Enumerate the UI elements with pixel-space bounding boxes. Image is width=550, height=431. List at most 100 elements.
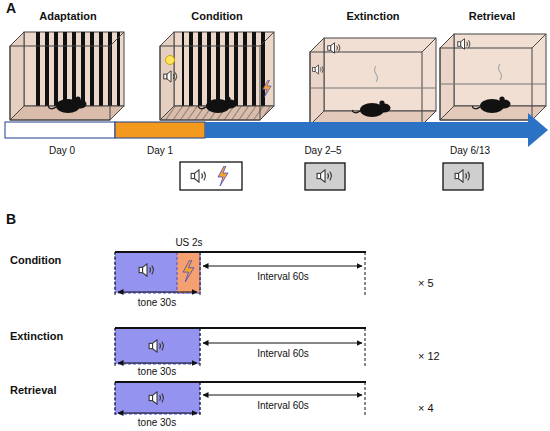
retrieval-trial-part [200,382,201,416]
adaptation-cage-part [32,32,120,106]
condition-cage-part [166,56,175,65]
stimulus-boxes-part [443,163,483,190]
figure-label: × 5 [418,277,434,289]
extinction-trial-part [115,328,116,366]
stimulus-boxes-part [191,170,205,182]
figure-label: × 12 [418,350,440,362]
condition-trial-part [200,252,201,296]
extinction-cage [310,38,436,125]
condition-trial [115,252,366,296]
condition-cage-part [198,96,237,113]
condition-trial-part [139,264,153,276]
stage-title: Retrieval [436,10,548,22]
condition-trial-part [115,251,366,253]
figure-label: tone 30s [138,417,176,428]
figure-label: tone 30s [138,366,176,377]
retrieval-cage-part [532,34,546,48]
adaptation-cage-part [48,96,87,113]
condition-cage-part [260,32,274,46]
retrieval-cage-part [440,34,454,120]
figure-label: Condition [10,254,61,266]
condition-trial-part [183,260,194,282]
extinction-cage-part [324,38,436,111]
condition-trial-part [118,292,197,293]
timeline-arrow-part [115,122,205,138]
adaptation-cage [10,32,124,120]
extinction-trial [115,328,366,366]
figure-label: tone 30s [138,297,176,308]
timeline-arrow-part [205,122,529,138]
figure-label: Extinction [10,330,63,342]
condition-trial-part [177,252,200,293]
adaptation-cage-part [110,32,124,46]
figure-label: Interval 60s [257,271,309,282]
stage-title: Adaptation [8,10,128,22]
extinction-cage-part [313,65,324,74]
condition-cage-part [164,71,177,82]
stimulus-boxes [180,162,483,190]
condition-trial-part [365,252,366,296]
adaptation-cage-part [10,46,110,120]
stage-panel: Extinction [306,10,440,126]
condition-trial-part [115,252,200,293]
retrieval-cage-part [458,39,470,50]
retrieval-trial-part [115,381,366,383]
retrieval-cage-part [440,84,546,85]
retrieval-trial-part [118,413,197,414]
retrieval-trial-part [149,392,163,404]
figure-label: Interval 60s [257,348,309,359]
condition-cage-part [160,46,260,120]
figure-label: × 4 [418,402,434,414]
stimulus-boxes-part [317,170,331,182]
extinction-trial-part [149,340,163,352]
extinction-cage-part [328,43,340,54]
retrieval-trial-part [365,382,366,416]
stage-panel: Adaptation [8,10,128,122]
condition-trial-part [203,266,362,267]
figure-label: Day 1 [147,145,173,156]
figure-label: Day 0 [49,145,75,156]
retrieval-trial [115,382,366,416]
stimulus-boxes-part [180,162,242,190]
figure-label: Day 6/13 [450,145,490,156]
condition-cage [160,32,274,120]
condition-cage-part [174,32,274,106]
timeline-arrow-part [528,113,548,147]
retrieval-cage-part [532,106,546,120]
figure-label: Retrieval [10,384,56,396]
extinction-trial-part [115,328,200,364]
condition-cage-part [260,106,274,120]
adaptation-cage-part [110,106,124,120]
adaptation-cage-part [24,32,124,106]
timeline-arrow [5,113,548,147]
extinction-cage-part [310,88,436,89]
stage-title: Condition [156,10,278,22]
retrieval-cage [440,34,546,120]
retrieval-cage-part [499,64,502,80]
extinction-trial-part [365,328,366,366]
extinction-cage-part [310,38,324,125]
stage-panel: Condition [156,10,278,122]
condition-cage-part [182,32,270,106]
figure-label: Day 2–5 [304,145,341,156]
figure-label: A [6,1,16,16]
extinction-trial-part [118,363,197,364]
timeline-arrow-part [5,122,115,138]
retrieval-trial-part [115,382,200,414]
extinction-trial-part [203,343,362,344]
figure-label: B [6,212,16,227]
stimulus-boxes-part [218,166,228,186]
figure-label: Interval 60s [257,400,309,411]
stimulus-boxes-part [305,163,345,190]
extinction-cage-part [422,38,436,52]
stimulus-boxes-part [455,170,469,182]
retrieval-cage-part [472,96,511,113]
condition-cage-part [263,80,271,97]
condition-trial-part [115,252,116,296]
extinction-cage-part [375,66,378,82]
extinction-cage-part [352,100,391,117]
retrieval-trial-part [203,395,362,396]
adaptation-cage-part [10,32,24,120]
stage-title: Extinction [306,10,440,22]
